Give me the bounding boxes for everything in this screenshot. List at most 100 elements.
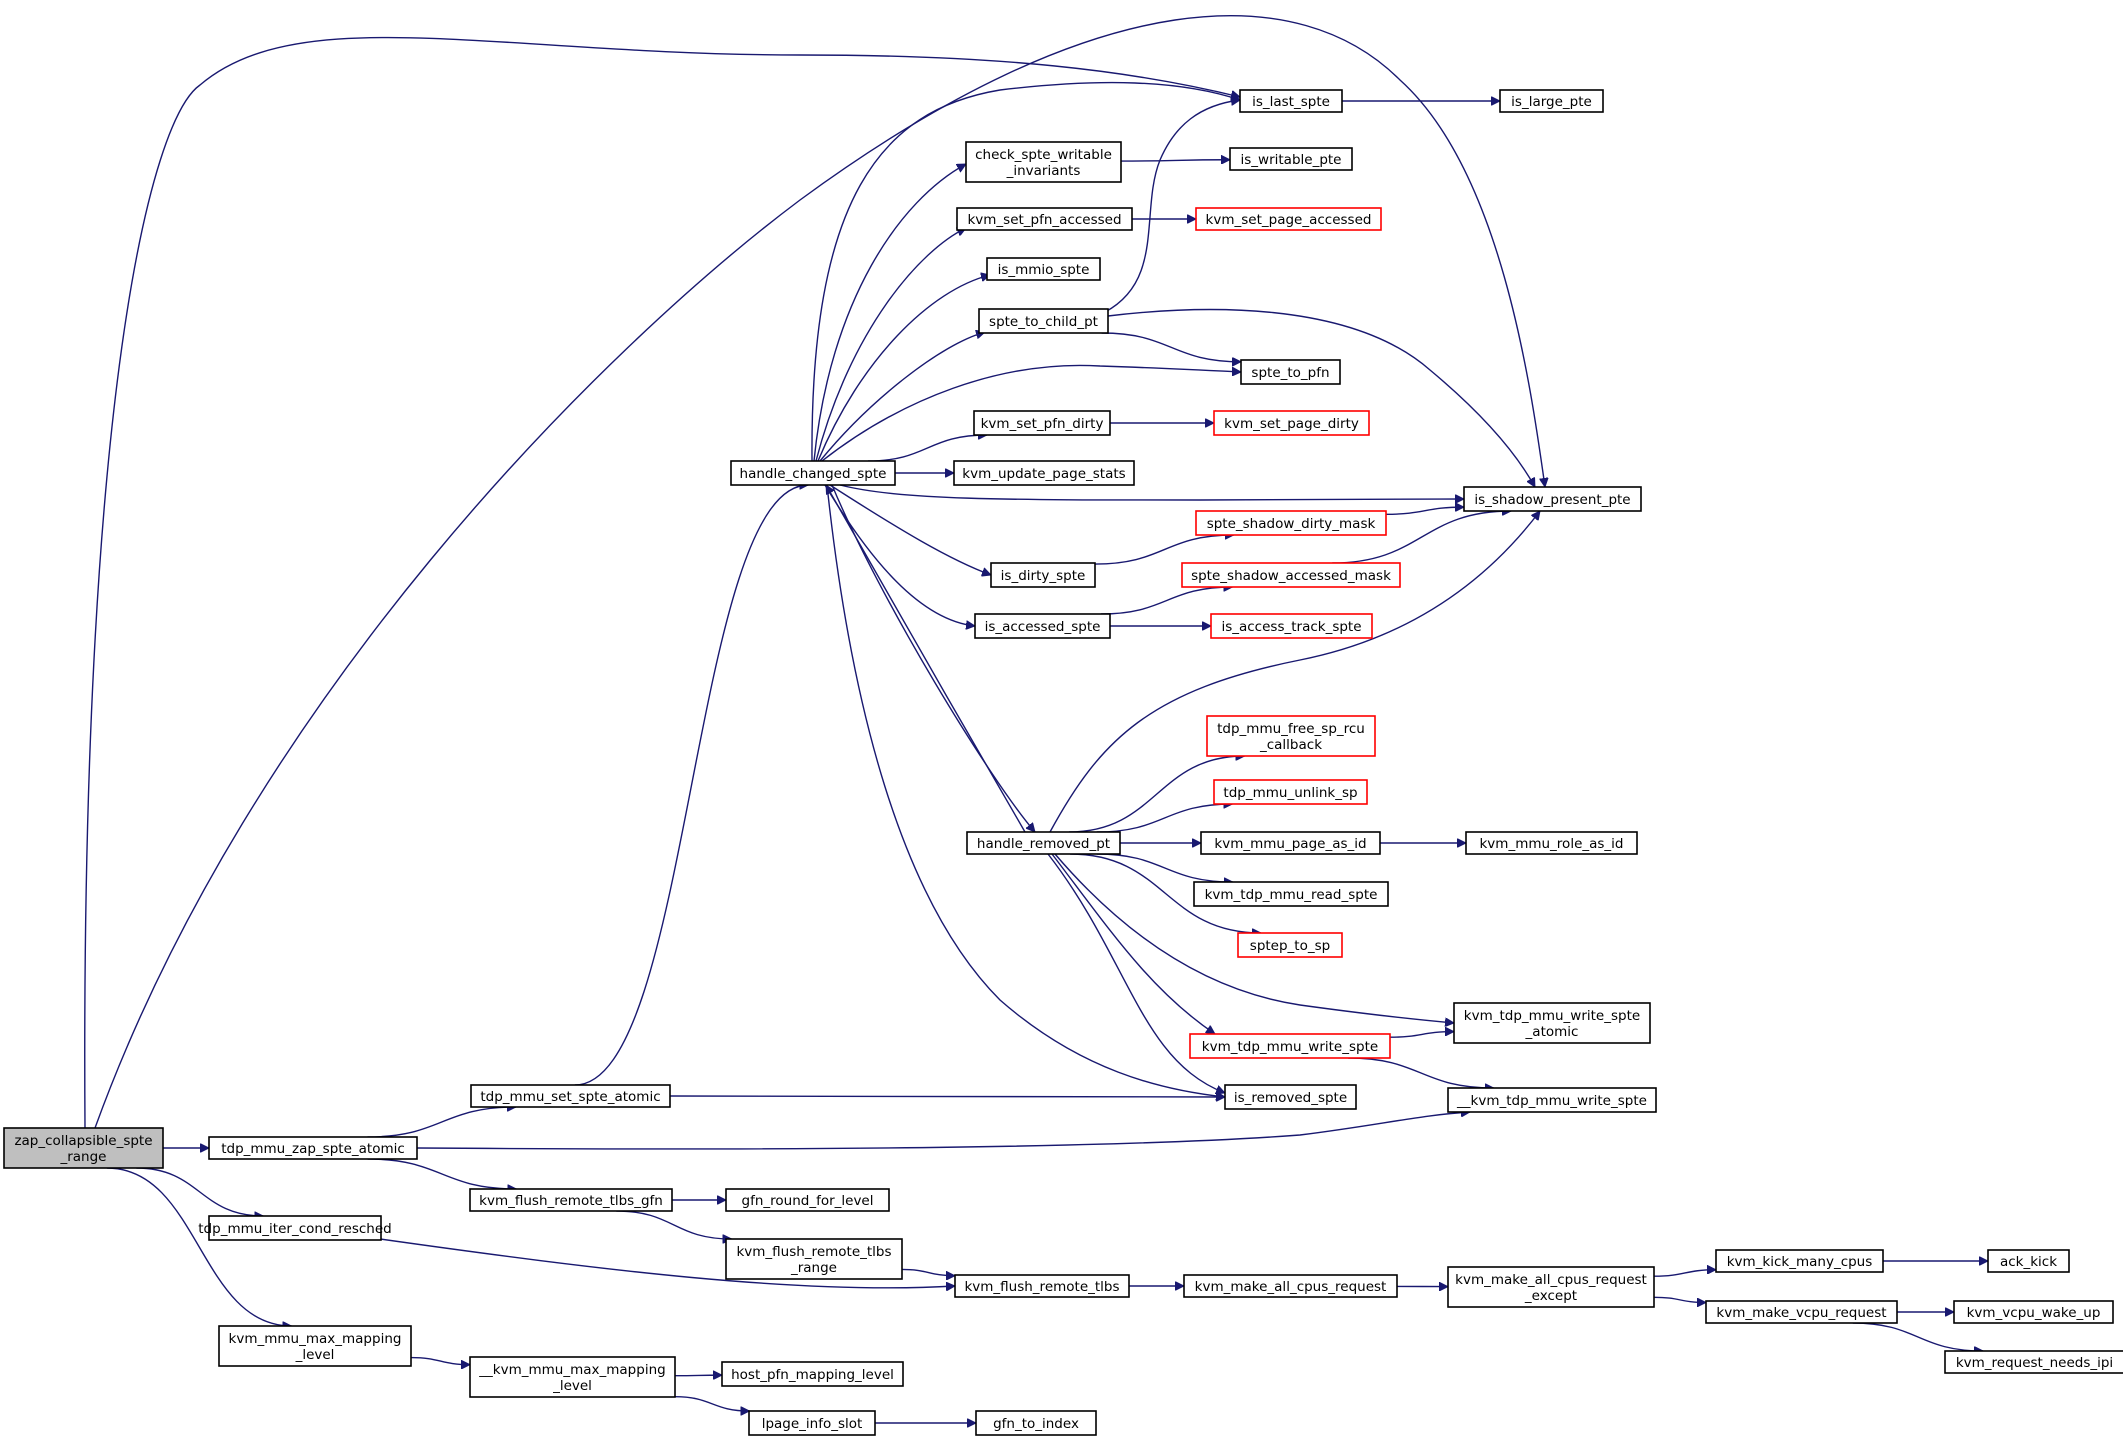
edge-spte_to_child_pt-to-is_shadow_present_pte bbox=[1107, 308, 1536, 487]
edge-kvm_tdp_mmu_write_spte-to-kvm_tdp_mmu_write_spte_atomic bbox=[1389, 1032, 1454, 1038]
node-tdp-mmu-free-sp-rcu-callback[interactable]: tdp_mmu_free_sp_rcu_callback bbox=[1206, 715, 1376, 757]
node-kvm-request-needs-ipi[interactable]: kvm_request_needs_ipi bbox=[1944, 1350, 2123, 1374]
edge-handle_changed_spte-to-is_mmio_spte bbox=[817, 275, 990, 462]
node-ack-kick[interactable]: ack_kick bbox=[1987, 1249, 2070, 1273]
node-label: kvm_mmu_max_mapping bbox=[229, 1331, 402, 1347]
node-label: kvm_tdp_mmu_write_spte bbox=[1202, 1039, 1378, 1055]
node-handle-changed-spte[interactable]: handle_changed_spte bbox=[730, 460, 896, 486]
node-is-large-pte[interactable]: is_large_pte bbox=[1499, 89, 1604, 113]
node-is-shadow-present-pte[interactable]: is_shadow_present_pte bbox=[1463, 486, 1642, 512]
edge-line bbox=[674, 1375, 722, 1376]
node-is-writable-pte[interactable]: is_writable_pte bbox=[1229, 147, 1353, 171]
node---kvm-tdp-mmu-write-spte[interactable]: __kvm_tdp_mmu_write_spte bbox=[1447, 1087, 1657, 1113]
node-tdp-mmu-unlink-sp[interactable]: tdp_mmu_unlink_sp bbox=[1213, 779, 1368, 805]
edge-line bbox=[825, 485, 1026, 833]
edge-check_spte_writable_invariants-to-is_writable_pte bbox=[1120, 160, 1230, 161]
node-label: ack_kick bbox=[2000, 1254, 2057, 1270]
node-spte-shadow-dirty-mask[interactable]: spte_shadow_dirty_mask bbox=[1195, 510, 1387, 536]
node-is-mmio-spte[interactable]: is_mmio_spte bbox=[986, 257, 1101, 281]
edge-line bbox=[1096, 853, 1233, 882]
node-box bbox=[966, 831, 1121, 855]
node-label: host_pfn_mapping_level bbox=[731, 1367, 894, 1383]
node-label: kvm_tdp_mmu_read_spte bbox=[1205, 887, 1378, 903]
edge-handle_removed_pt-to-kvm_tdp_mmu_write_spte bbox=[1051, 853, 1215, 1035]
edge-tdp_mmu_set_spte_atomic-to-is_removed_spte bbox=[669, 1096, 1225, 1097]
edge-handle_changed_spte-to-check_spte_writable_invariants bbox=[813, 163, 966, 462]
node-kvm-set-pfn-accessed[interactable]: kvm_set_pfn_accessed bbox=[956, 207, 1133, 231]
node-spte-shadow-accessed-mask[interactable]: spte_shadow_accessed_mask bbox=[1181, 562, 1401, 588]
node-is-last-spte[interactable]: is_last_spte bbox=[1239, 89, 1343, 113]
node---kvm-mmu-max-mapping-level[interactable]: __kvm_mmu_max_mapping_level bbox=[469, 1356, 676, 1398]
node-kvm-tdp-mmu-read-spte[interactable]: kvm_tdp_mmu_read_spte bbox=[1193, 881, 1389, 907]
edge-spte_to_child_pt-to-is_last_spte bbox=[1104, 100, 1240, 313]
node-is-access-track-spte[interactable]: is_access_track_spte bbox=[1210, 613, 1373, 639]
node-is-removed-spte[interactable]: is_removed_spte bbox=[1224, 1084, 1357, 1110]
node-label: kvm_set_pfn_dirty bbox=[981, 416, 1104, 432]
node-label: is_writable_pte bbox=[1241, 152, 1342, 168]
node-box bbox=[978, 308, 1109, 334]
node-box bbox=[974, 613, 1111, 639]
edge-line bbox=[829, 484, 991, 575]
node-box bbox=[721, 1361, 904, 1387]
edge-line bbox=[867, 435, 987, 462]
node-box bbox=[954, 1274, 1130, 1298]
node-kvm-set-page-dirty[interactable]: kvm_set_page_dirty bbox=[1213, 410, 1370, 436]
node-kvm-make-vcpu-request[interactable]: kvm_make_vcpu_request bbox=[1705, 1300, 1898, 1324]
node-box bbox=[1195, 510, 1387, 536]
node-kvm-update-page-stats[interactable]: kvm_update_page_stats bbox=[953, 460, 1135, 486]
node-kvm-kick-many-cpus[interactable]: kvm_kick_many_cpus bbox=[1715, 1249, 1884, 1273]
node-label: handle_changed_spte bbox=[740, 466, 887, 482]
node-kvm-make-all-cpus-request-except[interactable]: kvm_make_all_cpus_request_except bbox=[1447, 1266, 1655, 1308]
edge-handle_removed_pt-to-is_removed_spte bbox=[1047, 853, 1225, 1093]
node-box bbox=[953, 460, 1135, 486]
edge-handle_changed_spte-to-is_dirty_spte bbox=[829, 484, 991, 575]
edge-handle_changed_spte-to-is_accessed_spte bbox=[824, 484, 975, 626]
edge-spte_to_child_pt-to-spte_to_pfn bbox=[1101, 332, 1241, 362]
node-kvm-mmu-page-as-id[interactable]: kvm_mmu_page_as_id bbox=[1200, 831, 1381, 855]
node-kvm-flush-remote-tlbs[interactable]: kvm_flush_remote_tlbs bbox=[954, 1274, 1130, 1298]
edge-handle_removed_pt-to-kvm_tdp_mmu_write_spte_atomic bbox=[1054, 853, 1454, 1023]
node-gfn-to-index[interactable]: gfn_to_index bbox=[975, 1410, 1097, 1436]
node-box bbox=[725, 1188, 890, 1212]
node-kvm-vcpu-wake-up[interactable]: kvm_vcpu_wake_up bbox=[1953, 1300, 2114, 1324]
edge-line bbox=[1100, 587, 1233, 615]
node-sptep-to-sp[interactable]: sptep_to_sp bbox=[1237, 932, 1343, 958]
node-box bbox=[1715, 1249, 1884, 1273]
edge-line bbox=[826, 484, 1225, 1097]
edge-line bbox=[1070, 853, 1261, 933]
node-box bbox=[218, 1325, 412, 1367]
node-zap-collapsible-spte-range[interactable]: zap_collapsible_spte_range bbox=[3, 1127, 164, 1169]
node-gfn-round-for-level[interactable]: gfn_round_for_level bbox=[725, 1188, 890, 1212]
node-tdp-mmu-zap-spte-atomic[interactable]: tdp_mmu_zap_spte_atomic bbox=[208, 1136, 418, 1160]
node-kvm-make-all-cpus-request[interactable]: kvm_make_all_cpus_request bbox=[1183, 1274, 1398, 1298]
node-label: is_shadow_present_pte bbox=[1474, 492, 1630, 508]
node-is-accessed-spte[interactable]: is_accessed_spte bbox=[974, 613, 1111, 639]
node-label: tdp_mmu_zap_spte_atomic bbox=[221, 1141, 405, 1157]
node-kvm-tdp-mmu-write-spte-atomic[interactable]: kvm_tdp_mmu_write_spte_atomic bbox=[1453, 1002, 1651, 1044]
node-kvm-mmu-role-as-id[interactable]: kvm_mmu_role_as_id bbox=[1465, 831, 1638, 855]
node-kvm-set-page-accessed[interactable]: kvm_set_page_accessed bbox=[1195, 207, 1382, 231]
node-label: is_last_spte bbox=[1252, 94, 1330, 110]
node-label: _except bbox=[1524, 1288, 1577, 1304]
node-handle-removed-pt[interactable]: handle_removed_pt bbox=[966, 831, 1121, 855]
node-kvm-mmu-max-mapping-level[interactable]: kvm_mmu_max_mapping_level bbox=[218, 1325, 412, 1367]
node-check-spte-writable-invariants[interactable]: check_spte_writable_invariants bbox=[965, 141, 1122, 183]
node-lpage-info-slot[interactable]: lpage_info_slot bbox=[748, 1410, 876, 1436]
node-kvm-tdp-mmu-write-spte[interactable]: kvm_tdp_mmu_write_spte bbox=[1189, 1033, 1391, 1059]
node-label: is_removed_spte bbox=[1234, 1090, 1347, 1106]
node-spte-to-child-pt[interactable]: spte_to_child_pt bbox=[978, 308, 1109, 334]
node-is-dirty-spte[interactable]: is_dirty_spte bbox=[990, 562, 1096, 588]
node-label: _range bbox=[790, 1260, 837, 1276]
node-box bbox=[1499, 89, 1604, 113]
node-label: _range bbox=[59, 1149, 106, 1165]
node-box bbox=[1210, 613, 1373, 639]
node-host-pfn-mapping-level[interactable]: host_pfn_mapping_level bbox=[721, 1361, 904, 1387]
edge-handle_changed_spte-to-is_removed_spte bbox=[826, 484, 1225, 1097]
node-kvm-set-pfn-dirty[interactable]: kvm_set_pfn_dirty bbox=[973, 410, 1111, 436]
node-spte-to-pfn[interactable]: spte_to_pfn bbox=[1240, 359, 1341, 385]
node-tdp-mmu-iter-cond-resched[interactable]: tdp_mmu_iter_cond_resched bbox=[198, 1215, 392, 1241]
node-label: is_dirty_spte bbox=[1001, 568, 1086, 584]
node-tdp-mmu-set-spte-atomic[interactable]: tdp_mmu_set_spte_atomic bbox=[470, 1084, 671, 1108]
node-kvm-flush-remote-tlbs-gfn[interactable]: kvm_flush_remote_tlbs_gfn bbox=[469, 1188, 673, 1212]
node-kvm-flush-remote-tlbs-range[interactable]: kvm_flush_remote_tlbs_range bbox=[725, 1238, 903, 1280]
